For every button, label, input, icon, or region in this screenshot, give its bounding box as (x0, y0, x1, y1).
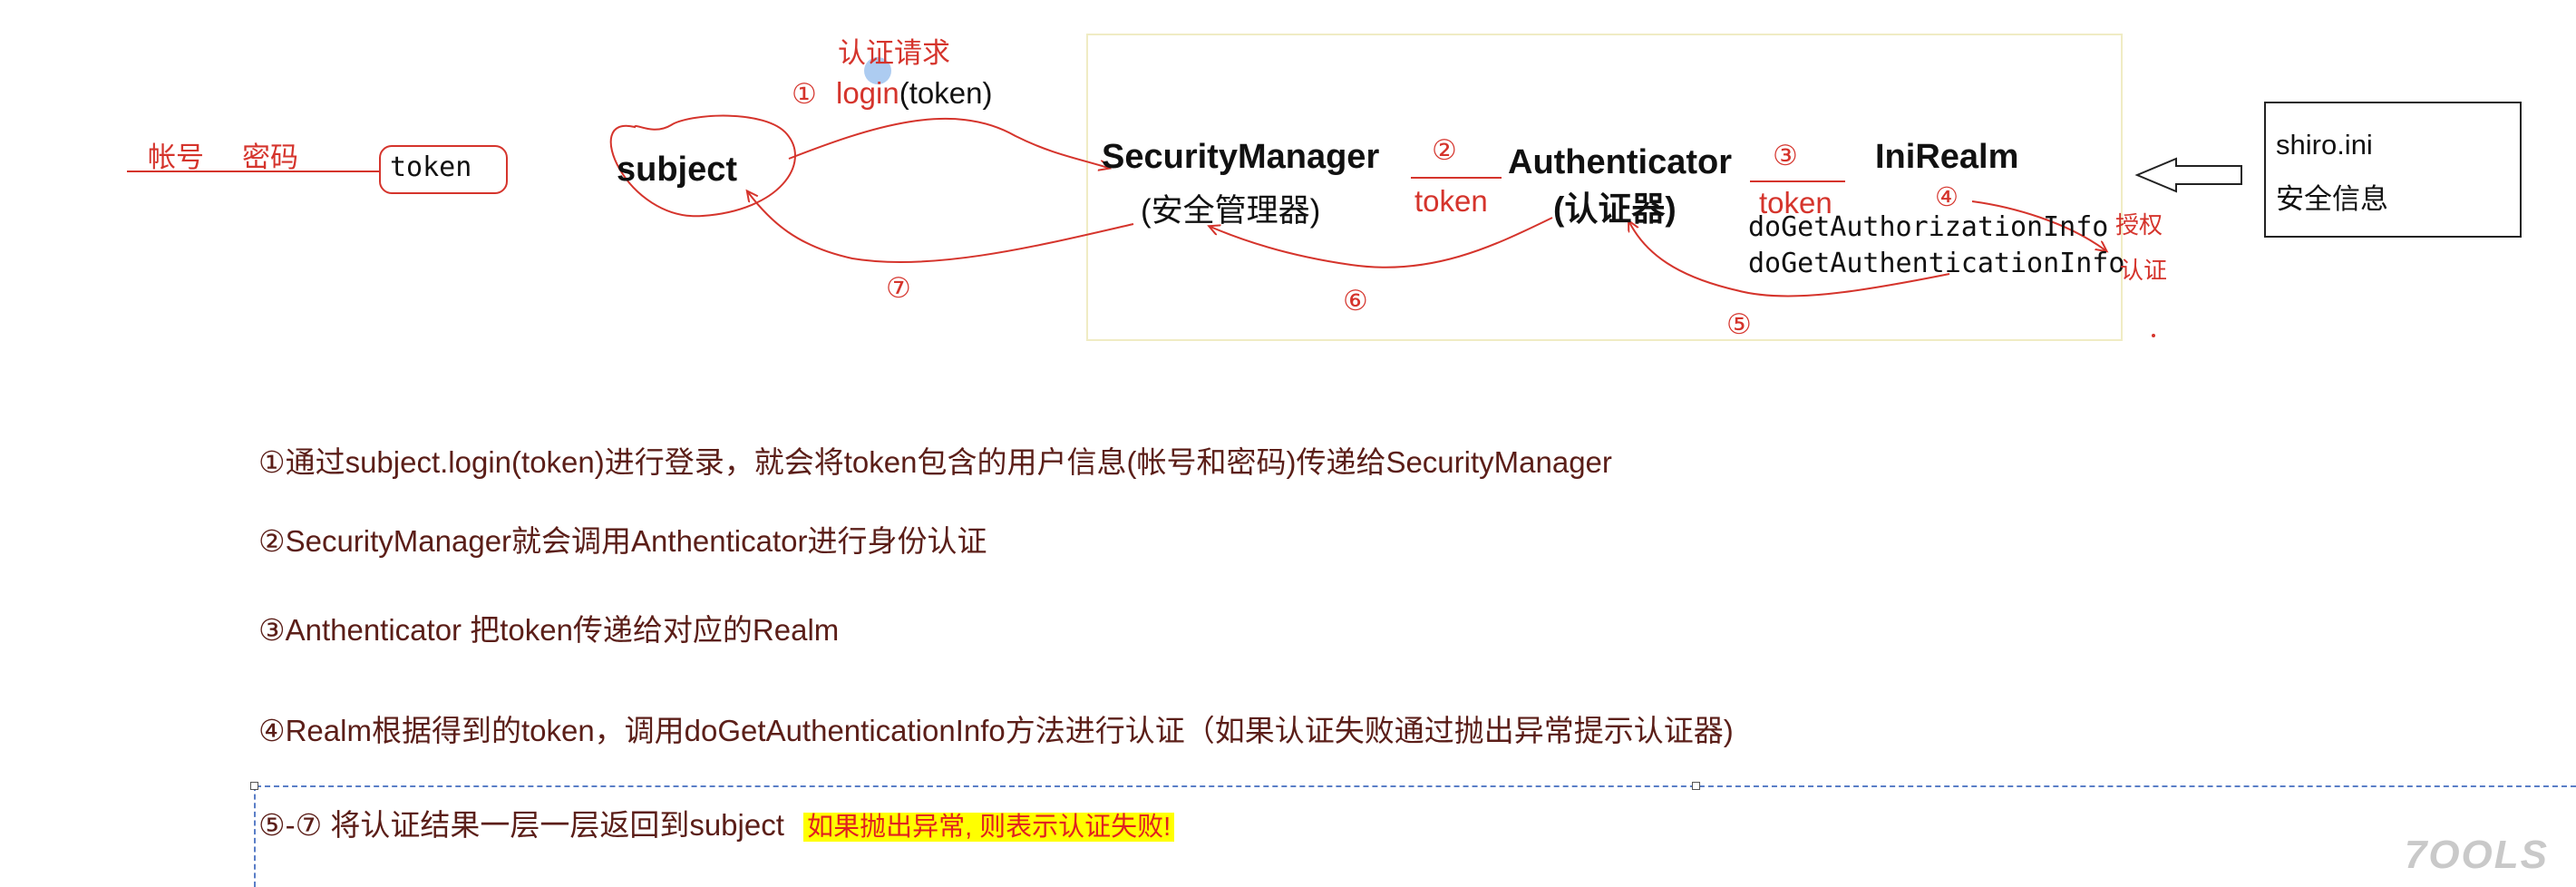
step7-marker: ⑦ (886, 272, 911, 304)
cursor-highlight (864, 57, 891, 84)
step3-marker: ③ (1773, 140, 1798, 171)
step6-marker: ⑥ (1343, 285, 1368, 317)
authorize-label: 授权 (2115, 211, 2163, 239)
login-method: login (836, 76, 899, 110)
ini-info-label: 安全信息 (2276, 183, 2388, 215)
selection-handle-top[interactable] (1692, 782, 1700, 790)
step4-marker: ④ (1935, 183, 1959, 212)
arrow-step6 (1210, 217, 1553, 268)
selection-border-top (256, 785, 2576, 787)
inirealm-label: IniRealm (1875, 138, 2019, 176)
login-arg: (token) (899, 76, 993, 110)
selection-border-left (254, 785, 256, 887)
step2-marker: ② (1432, 134, 1457, 166)
token-box (379, 145, 508, 194)
subject-circle (609, 114, 796, 218)
shiro-ini-box (2264, 102, 2522, 238)
method-authorization: doGetAuthorizationInfo (1748, 211, 2109, 243)
method-authentication: doGetAuthenticationInfo (1748, 248, 2125, 279)
hollow-arrow-ini (2134, 157, 2242, 193)
ini-file-label: shiro.ini (2276, 129, 2373, 161)
tools-watermark: 7OOLS (2404, 833, 2549, 877)
dot-marker (2152, 334, 2155, 337)
security-manager-frame (1086, 34, 2123, 341)
password-label: 密码 (242, 141, 298, 173)
request-title: 认证请求 (838, 37, 950, 69)
authenticator-label: Authenticator (1508, 143, 1732, 181)
authenticate-label: 认证 (2120, 257, 2168, 284)
note-highlight: 如果抛出异常, 则表示认证失败! (803, 813, 1175, 842)
subject-label: subject (617, 151, 738, 189)
arrow-step4 (1971, 200, 2105, 250)
security-manager-label: SecurityManager (1102, 138, 1380, 176)
arrow-step5 (1629, 222, 1950, 297)
token-box-label: token (390, 151, 472, 183)
step1-marker: ① (792, 78, 817, 110)
login-call: login(token) (836, 76, 992, 111)
arrow-step7 (748, 192, 1134, 263)
note-line-2: ②SecurityManager就会调用Anthenticator进行身份认证 (258, 524, 987, 558)
note-line-5-text: ⑤-⑦ 将认证结果一层一层返回到subject (258, 808, 784, 842)
account-label: 帐号 (148, 141, 204, 173)
note-line-5[interactable]: ⑤-⑦ 将认证结果一层一层返回到subject 如果抛出异常, 则表示认证失败! (258, 801, 1175, 844)
step5-marker: ⑤ (1726, 308, 1752, 340)
note-line-4: ④Realm根据得到的token，调用doGetAuthenticationIn… (258, 714, 1734, 747)
step2-token: token (1414, 184, 1488, 218)
step3-token: token (1759, 186, 1832, 219)
note-line-1: ①通过subject.login(token)进行登录，就会将token包含的用… (258, 445, 1612, 479)
authenticator-sub: (认证器) (1553, 190, 1677, 228)
selection-handle-left[interactable] (250, 782, 258, 790)
note-line-3: ③Anthenticator 把token传递给对应的Realm (258, 613, 840, 647)
security-manager-sub: (安全管理器) (1141, 193, 1321, 229)
arrow-step1 (788, 117, 1108, 168)
